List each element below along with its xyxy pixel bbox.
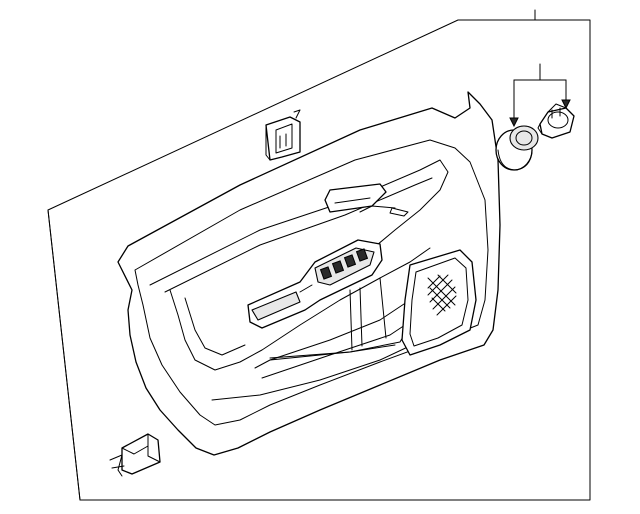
push-pin-fastener <box>109 433 161 477</box>
trim-clip-bottom <box>537 103 575 139</box>
speaker-grille <box>401 249 477 356</box>
clip-leader-lines <box>509 63 571 128</box>
retainer-clip <box>265 109 301 161</box>
assembly-frame-side <box>47 209 81 501</box>
window-switch-bezel <box>247 239 383 329</box>
trim-clip-top <box>495 125 539 171</box>
